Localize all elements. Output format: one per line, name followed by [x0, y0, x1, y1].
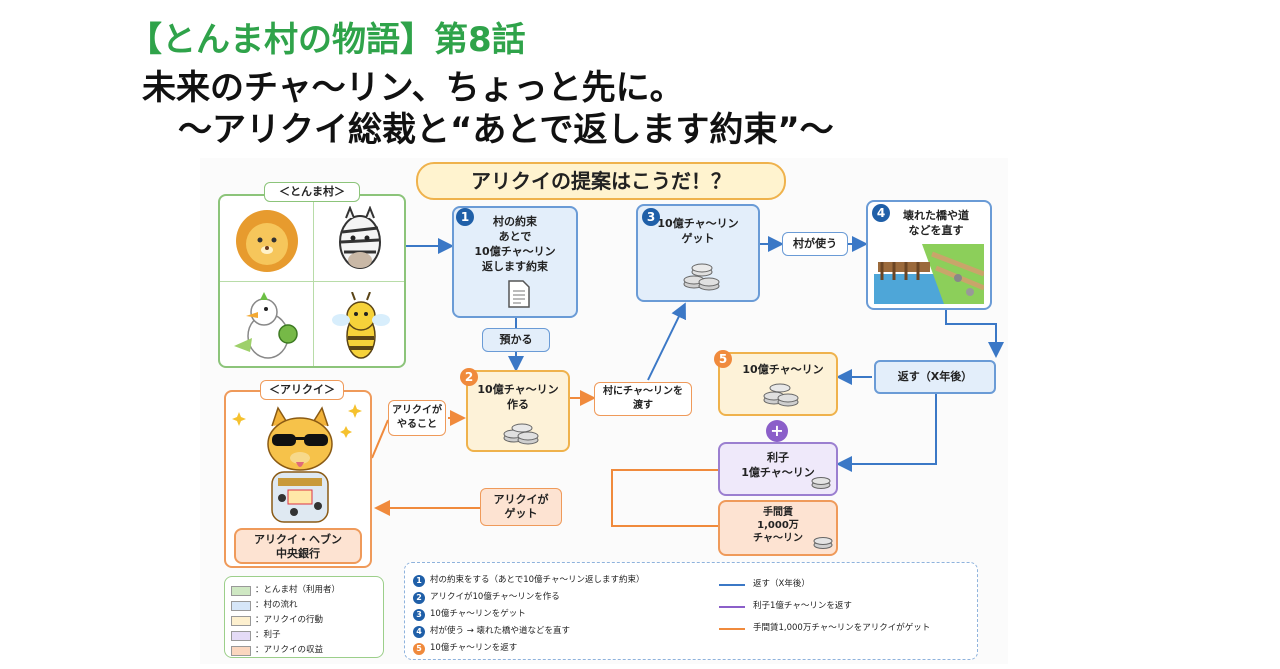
bridge-icon — [874, 244, 984, 304]
legend-step-row: 3 10億チャ〜リンをゲット — [413, 607, 526, 622]
legend-line-swatch — [719, 583, 745, 586]
legend-step-number: 3 — [413, 608, 425, 621]
village-box — [218, 194, 406, 368]
legend-line-text: 返す（X年後） — [753, 579, 810, 589]
legend-swatch — [231, 585, 251, 596]
legend-swatch — [231, 615, 251, 626]
legend-line-swatch — [719, 605, 745, 608]
anteater-icon — [267, 406, 333, 523]
legend-color-label: ：アリクイの収益 — [255, 645, 324, 655]
legend-line-row: 手間賃1,000万チャ〜リンをアリクイがゲット — [719, 621, 930, 636]
legend-color-row: ：村の流れ — [231, 598, 298, 613]
legend-step-text: アリクイが10億チャ〜リンを作る — [430, 592, 560, 602]
step5-number: 5 — [714, 350, 732, 368]
anteater-does-label: アリクイが やること — [388, 400, 446, 436]
legend-step-text: 10億チャ〜リンをゲット — [430, 609, 526, 619]
legend-swatch — [231, 600, 251, 611]
lion-icon — [236, 210, 298, 272]
legend-line-text: 手間賃1,000万チャ〜リンをアリクイがゲット — [753, 623, 931, 633]
diagram-heading: アリクイの提案はこうだ！？ — [416, 162, 786, 200]
legend-step-row: 5 10億チャ〜リンを返す — [413, 641, 517, 656]
deposit-label: 預かる — [482, 328, 550, 352]
coin-stack-icon — [683, 263, 720, 291]
sparkle-icon — [348, 404, 362, 418]
sparkle-icon — [232, 412, 246, 426]
legend-step-row: 4 村が使う → 壊れた橋や道などを直す — [413, 624, 570, 639]
legend-color-label: ：アリクイの行動 — [255, 615, 324, 625]
step4-number: 4 — [872, 204, 890, 222]
legend-step-text: 村の約束をする（あとで10億チャ〜リン返します約束） — [430, 575, 645, 585]
legend-line-row: 返す（X年後） — [719, 577, 810, 592]
step2-number: 2 — [460, 368, 478, 386]
legend-swatch — [231, 630, 251, 641]
flow-arrows — [371, 236, 1004, 527]
bank-name: アリクイ・ヘブン 中央銀行 — [234, 528, 362, 564]
step1-box: 村の約束 あとで 10億チャ〜リン 返します約束 — [452, 206, 578, 318]
legend-step-row: 1 村の約束をする（あとで10億チャ〜リン返します約束） — [413, 573, 644, 588]
bee-icon — [332, 292, 390, 359]
coin-stack-icon — [811, 477, 831, 489]
legend-color-row: ：アリクイの行動 — [231, 613, 323, 628]
legend-color-label: ：とんま村（利用者） — [255, 585, 341, 595]
step4-text: 壊れた橋や道 などを直す — [903, 209, 969, 237]
village-uses-label: 村が使う — [782, 232, 848, 256]
sparkle-icon — [340, 426, 352, 438]
legend-swatch — [231, 645, 251, 656]
legend-color-row: ：とんま村（利用者） — [231, 583, 340, 598]
anteater-gets-label: アリクイが ゲット — [480, 488, 562, 526]
legend-color-label: ：村の流れ — [255, 600, 298, 610]
bird-icon — [234, 292, 298, 359]
step2-text: 10億チャ〜リン 作る — [477, 383, 559, 411]
legend-step-row: 2 アリクイが10億チャ〜リンを作る — [413, 590, 560, 605]
village-label: ＜とんま村＞ — [264, 182, 360, 202]
color-legend: ：とんま村（利用者） ：村の流れ ：アリクイの行動 ：利子 ：アリクイの収益 — [224, 576, 384, 658]
zebra-icon — [339, 206, 381, 269]
subtitle-line1: 未来のチャ〜リン、ちょっと先に。 — [142, 68, 684, 108]
step2-box: 10億チャ〜リン 作る — [466, 370, 570, 452]
step5-text: 10億チャ〜リン — [742, 363, 824, 376]
legend-line-text: 利子1億チャ〜リンを返す — [753, 601, 852, 611]
step3-text: 10億チャ〜リン ゲット — [657, 217, 739, 245]
legend-step-text: 村が使う → 壊れた橋や道などを直す — [430, 626, 571, 636]
fee-text: 手間賃 1,000万 チャ〜リン — [753, 507, 803, 544]
step1-text: 村の約束 あとで 10億チャ〜リン 返します約束 — [474, 215, 556, 273]
coin-stack-icon — [503, 423, 539, 445]
step3-number: 3 — [642, 208, 660, 226]
step1-number: 1 — [456, 208, 474, 226]
legend-line-swatch — [719, 627, 745, 630]
episode-title: 【とんま村の物語】第8話 — [128, 20, 526, 60]
legend-step-number: 5 — [413, 642, 425, 655]
interest-text: 利子 1億チャ〜リン — [741, 451, 815, 479]
document-icon — [508, 280, 530, 308]
subtitle-line2: 〜アリクイ総裁と“あとで返します約束”〜 — [178, 110, 834, 150]
diagram-panel: アリクイの提案はこうだ！？ — [200, 158, 1008, 664]
plus-icon: + — [766, 420, 788, 442]
coin-stack-icon — [763, 383, 799, 407]
legend-step-number: 4 — [413, 625, 425, 638]
step-legend: 1 村の約束をする（あとで10億チャ〜リン返します約束） 2 アリクイが10億チ… — [404, 562, 978, 660]
legend-color-label: ：利子 — [255, 630, 281, 640]
anteater-box: アリクイ・ヘブン 中央銀行 — [224, 390, 372, 568]
to-village-label: 村にチャ〜リンを 渡す — [594, 382, 692, 416]
legend-color-row: ：アリクイの収益 — [231, 643, 323, 658]
coin-stack-icon — [813, 537, 833, 549]
legend-color-row: ：利子 — [231, 628, 281, 643]
legend-step-text: 10億チャ〜リンを返す — [430, 643, 518, 653]
fee-box: 手間賃 1,000万 チャ〜リン — [718, 500, 838, 556]
repay-label: 返す（X年後） — [874, 360, 996, 394]
legend-line-row: 利子1億チャ〜リンを返す — [719, 599, 852, 614]
legend-step-number: 1 — [413, 574, 425, 587]
anteater-label: ＜アリクイ＞ — [260, 380, 344, 400]
step5-box: 10億チャ〜リン — [718, 352, 838, 416]
legend-step-number: 2 — [413, 591, 425, 604]
interest-box: 利子 1億チャ〜リン — [718, 442, 838, 496]
